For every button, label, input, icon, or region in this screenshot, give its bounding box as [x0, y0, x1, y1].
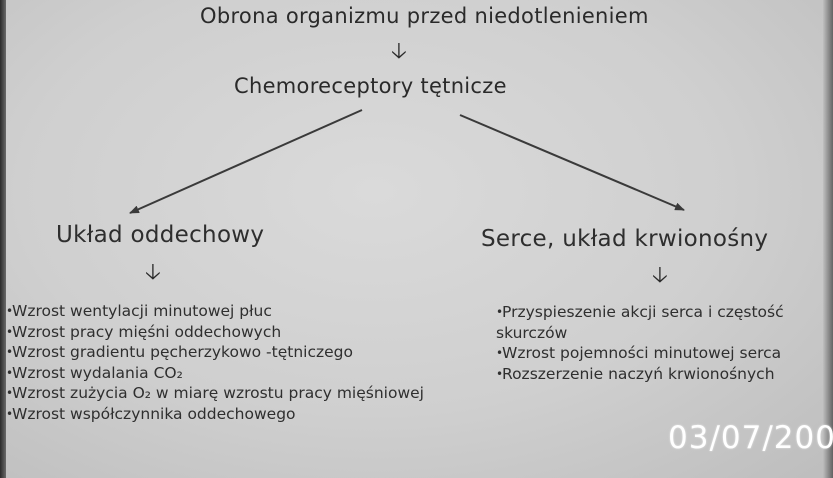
list-item: •Wzrost pojemności minutowej serca — [496, 344, 782, 362]
right-branch-arrow — [459, 114, 685, 211]
list-item: •Wzrost gradientu pęcherzykowo -tętnicze… — [6, 343, 353, 361]
bullet-icon: • — [6, 345, 14, 359]
list-item: •Rozszerzenie naczyń krwionośnych — [496, 364, 775, 383]
list-item: •Wzrost pracy mięśni oddechowych — [6, 322, 282, 341]
right-branch-list: •Przyspieszenie akcji serca i częstość s… — [496, 302, 831, 384]
list-item: •Wzrost współczynnika oddechowego — [6, 404, 296, 423]
bullet-icon: • — [6, 324, 14, 339]
diagram-title: Obrona organizmu przed niedotlenieniem — [200, 4, 649, 28]
bullet-icon: • — [6, 386, 14, 400]
list-item: •Wzrost wydalania CO₂ — [6, 363, 183, 382]
arrow-down-icon: 🡣 — [391, 39, 407, 64]
left-branch-arrow — [129, 109, 363, 214]
slide-right-edge — [823, 0, 833, 478]
arrow-down-icon: 🡣 — [652, 263, 668, 288]
list-item: •Wzrost wentylacji minutowej płuc — [6, 302, 272, 320]
bullet-icon: • — [6, 365, 14, 380]
arrow-down-icon: 🡣 — [145, 260, 161, 285]
bullet-icon: • — [496, 366, 504, 381]
bullet-icon: • — [496, 346, 504, 360]
left-branch-list: •Wzrost wentylacji minutowej płuc •Wzros… — [6, 301, 476, 424]
right-branch-heading: Serce, układ krwionośny — [481, 226, 769, 252]
slide-left-edge — [0, 0, 6, 478]
bullet-icon: • — [6, 406, 14, 421]
center-node: Chemoreceptory tętnicze — [234, 74, 507, 98]
list-item: •Wzrost zużycia O₂ w miarę wzrostu pracy… — [6, 384, 424, 402]
photo-date-stamp: 03/07/200 — [668, 420, 833, 456]
bullet-icon: • — [6, 304, 14, 318]
list-item: •Przyspieszenie akcji serca i częstość s… — [496, 303, 784, 342]
left-branch-heading: Układ oddechowy — [56, 222, 265, 248]
bullet-icon: • — [496, 305, 504, 319]
